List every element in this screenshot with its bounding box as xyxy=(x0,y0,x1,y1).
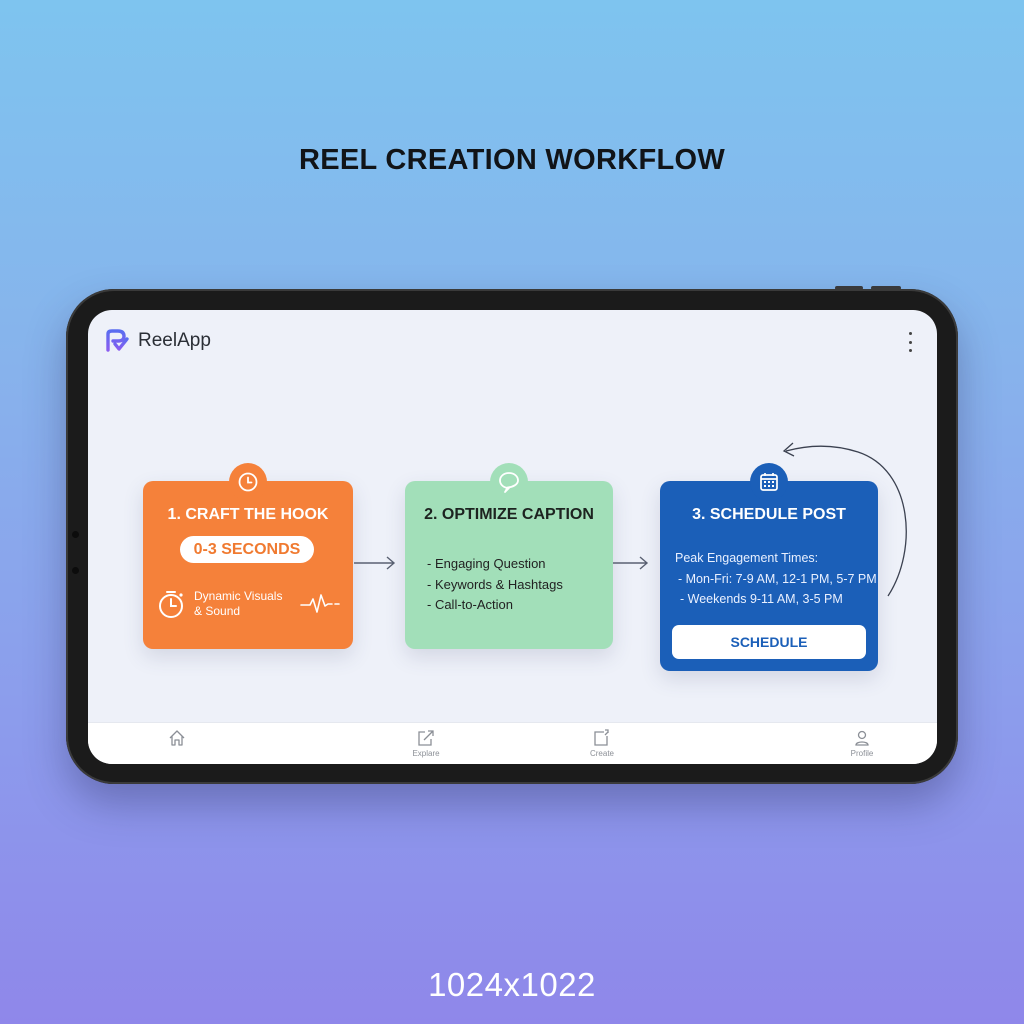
device-sensor xyxy=(72,567,79,574)
peak-times: Peak Engagement Times: - Mon-Fri: 7-9 AM… xyxy=(675,548,877,610)
peak-times-label: Peak Engagement Times: xyxy=(675,551,819,565)
clock-icon xyxy=(229,463,267,501)
user-icon xyxy=(855,730,869,746)
loop-arrow-icon xyxy=(782,442,907,597)
dimensions-label: 1024x1022 xyxy=(428,966,596,1003)
calendar-icon xyxy=(750,463,788,501)
device-sensor xyxy=(72,531,79,538)
create-icon xyxy=(594,729,609,746)
schedule-button[interactable]: SCHEDULE xyxy=(672,625,866,659)
bottom-nav: Explare Create Profile xyxy=(88,722,937,764)
nav-create[interactable]: Create xyxy=(572,729,632,758)
checklist-item: - Keywords & Hashtags xyxy=(427,576,563,592)
stopwatch-icon xyxy=(159,591,183,618)
nav-profile[interactable]: Profile xyxy=(832,729,892,758)
step-title: 1. CRAFT THE HOOK xyxy=(167,506,329,523)
arrow-right-icon xyxy=(354,556,396,570)
reelapp-logo-icon xyxy=(106,329,129,352)
nav-home[interactable] xyxy=(147,729,207,749)
step-title: 2. OPTIMIZE CAPTION xyxy=(424,506,594,523)
device-button xyxy=(871,286,901,290)
nav-label: Explare xyxy=(412,749,440,758)
share-icon xyxy=(418,730,434,746)
footer-text: Dynamic Visuals & Sound xyxy=(194,589,283,618)
step-card-hook[interactable]: 1. CRAFT THE HOOK 0-3 SECONDS Dynamic Vi… xyxy=(143,463,353,649)
home-icon xyxy=(169,730,185,746)
more-vertical-icon[interactable] xyxy=(905,332,915,352)
device-button xyxy=(835,286,863,290)
peak-time-item: - Weekends 9-11 AM, 3-5 PM xyxy=(680,592,843,606)
checklist-item: - Engaging Question xyxy=(427,556,546,571)
nav-label: Profile xyxy=(850,749,874,758)
app-screen: ReelApp 1. CRAFT THE HOOK 0-3 SECONDS Dy… xyxy=(88,310,937,764)
app-name: ReelApp xyxy=(138,330,211,351)
step-title: 3. SCHEDULE POST xyxy=(692,506,846,523)
step-card-schedule[interactable]: 3. SCHEDULE POST Peak Engagement Times: … xyxy=(660,463,878,671)
caption-checklist: - Engaging Question - Keywords & Hashtag… xyxy=(427,554,563,616)
page-title: REEL CREATION WORKFLOW xyxy=(299,144,725,176)
step-footer: Dynamic Visuals & Sound xyxy=(158,589,340,619)
nav-explore[interactable]: Explare xyxy=(396,729,456,758)
checklist-item: - Call-to-Action xyxy=(427,597,513,612)
step-card-caption[interactable]: 2. OPTIMIZE CAPTION - Engaging Question … xyxy=(405,463,613,649)
peak-time-item: - Mon-Fri: 7-9 AM, 12-1 PM, 5-7 PM xyxy=(678,571,877,586)
duration-pill: 0-3 SECONDS xyxy=(180,536,314,563)
heartbeat-icon xyxy=(300,594,340,613)
speech-bubble-icon xyxy=(490,463,528,501)
nav-label: Create xyxy=(589,749,614,758)
app-header: ReelApp xyxy=(104,328,211,354)
arrow-right-icon xyxy=(613,556,649,570)
